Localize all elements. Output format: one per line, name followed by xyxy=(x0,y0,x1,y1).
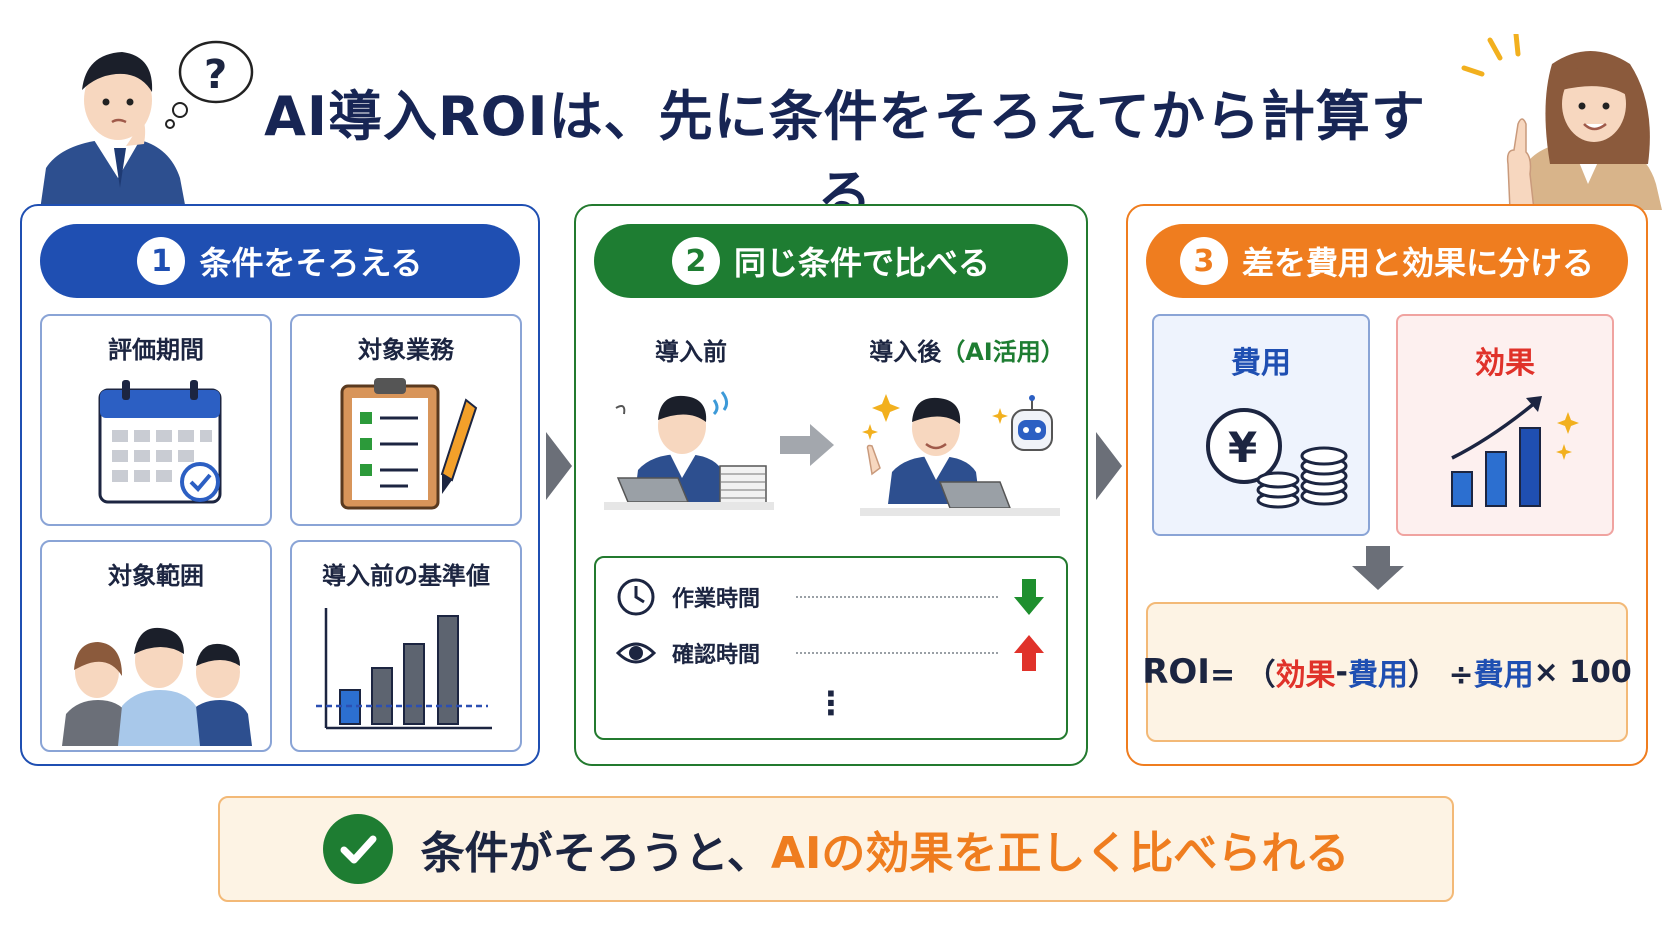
leader-dots xyxy=(796,652,998,654)
metric-row-check-time: 確認時間 xyxy=(616,630,1046,676)
red-up-arrow-icon xyxy=(1014,635,1044,671)
card-baseline: 導入前の基準値 xyxy=(290,540,522,752)
step1-number: 1 xyxy=(137,237,186,285)
effect-box: 効果 xyxy=(1396,314,1614,536)
roi-term: ROI xyxy=(1142,652,1210,692)
yen-symbol: ¥ xyxy=(1228,423,1257,472)
green-down-arrow-icon xyxy=(1014,579,1044,615)
card-label: 対象範囲 xyxy=(108,562,204,590)
conclusion-accent: AIの効果を正しく比べられる xyxy=(770,828,1350,879)
card-target-scope: 対象範囲 xyxy=(40,540,272,752)
growth-chart-icon xyxy=(1451,396,1579,507)
before-label: 導入前 xyxy=(655,338,727,366)
thinking-man-illustration: ? xyxy=(40,40,254,210)
conclusion-banner: 条件がそろうと、AIの効果を正しく比べられる xyxy=(218,796,1454,902)
page-title: AI導入ROIは、先に条件をそろえてから計算する xyxy=(264,85,1426,227)
roi-formula: ROI = （ 効果 - 費用 ） ÷ 費用 × 100 xyxy=(1142,602,1632,742)
step1-heading: 条件をそろえる xyxy=(199,244,423,282)
formula-effect: 効果 xyxy=(1275,658,1336,693)
step3-panel: 3 差を費用と効果に分ける 費用 ¥ 効果 ROI = （ xyxy=(1126,204,1648,766)
step3-number: 3 xyxy=(1179,237,1228,285)
metrics-box: 作業時間 確認時間 ⋮ xyxy=(594,556,1068,740)
formula-divide: ） ÷ xyxy=(1408,658,1474,693)
step2-number: 2 xyxy=(671,237,720,285)
after-label-main: 導入後 xyxy=(869,338,942,366)
step1-panel: 1 条件をそろえる 評価期間 対象業務 xyxy=(20,204,540,766)
flow-arrow-2 xyxy=(1096,432,1122,500)
effect-label: 効果 xyxy=(1475,346,1535,381)
formula-minus: - xyxy=(1335,654,1348,690)
step1-header: 1 条件をそろえる xyxy=(40,224,520,298)
cost-label: 費用 xyxy=(1231,346,1291,381)
step2-header: 2 同じ条件で比べる xyxy=(594,224,1068,298)
yen-coins-icon: ¥ xyxy=(1206,408,1348,509)
busy-worker-before-illustration xyxy=(604,391,774,510)
gray-arrow-right-icon xyxy=(780,424,834,466)
card-evaluation-period: 評価期間 xyxy=(40,314,272,526)
card-label: 評価期間 xyxy=(108,336,204,364)
formula-times: × 100 xyxy=(1533,654,1632,690)
conclusion-text: 条件がそろうと、AIの効果を正しく比べられる xyxy=(421,817,1350,881)
more-items-ellipsis: ⋮ xyxy=(815,684,847,722)
metric-row-work-time: 作業時間 xyxy=(616,574,1046,620)
formula-cost: 費用 xyxy=(1348,658,1408,693)
metric-label: 作業時間 xyxy=(672,587,761,612)
card-label: 対象業務 xyxy=(358,336,454,364)
card-target-task: 対象業務 xyxy=(290,314,522,526)
cost-box: 費用 ¥ xyxy=(1152,314,1370,536)
card-label: 導入前の基準値 xyxy=(322,562,490,590)
conclusion-main: 条件がそろうと、 xyxy=(420,828,771,879)
people-group-icon xyxy=(62,627,252,746)
step2-heading: 同じ条件で比べる xyxy=(733,244,990,282)
step3-heading: 差を費用と効果に分ける xyxy=(1241,244,1594,282)
calendar-icon xyxy=(98,380,222,504)
after-label-note: （AI活用） xyxy=(941,338,1065,366)
clock-icon xyxy=(617,578,655,616)
check-circle-icon xyxy=(322,814,393,884)
formula-eq: = （ xyxy=(1209,658,1276,693)
gray-down-arrow-icon xyxy=(1352,546,1404,590)
step3-header: 3 差を費用と効果に分ける xyxy=(1146,224,1628,298)
after-label: 導入後（AI活用） xyxy=(862,332,1072,367)
flow-arrow-1 xyxy=(546,432,572,500)
metric-label: 確認時間 xyxy=(672,643,761,668)
leader-dots xyxy=(796,596,998,598)
pointing-woman-illustration xyxy=(1461,34,1662,210)
step2-panel: 2 同じ条件で比べる 導入前 導入後（AI活用） xyxy=(574,204,1088,766)
formula-cost-divisor: 費用 xyxy=(1473,658,1534,693)
happy-worker-ai-after-illustration xyxy=(860,394,1060,516)
baseline-bar-chart-icon xyxy=(316,608,492,730)
clipboard-checklist-icon xyxy=(340,378,478,510)
svg-text:?: ? xyxy=(204,52,227,98)
eye-icon xyxy=(616,642,656,664)
